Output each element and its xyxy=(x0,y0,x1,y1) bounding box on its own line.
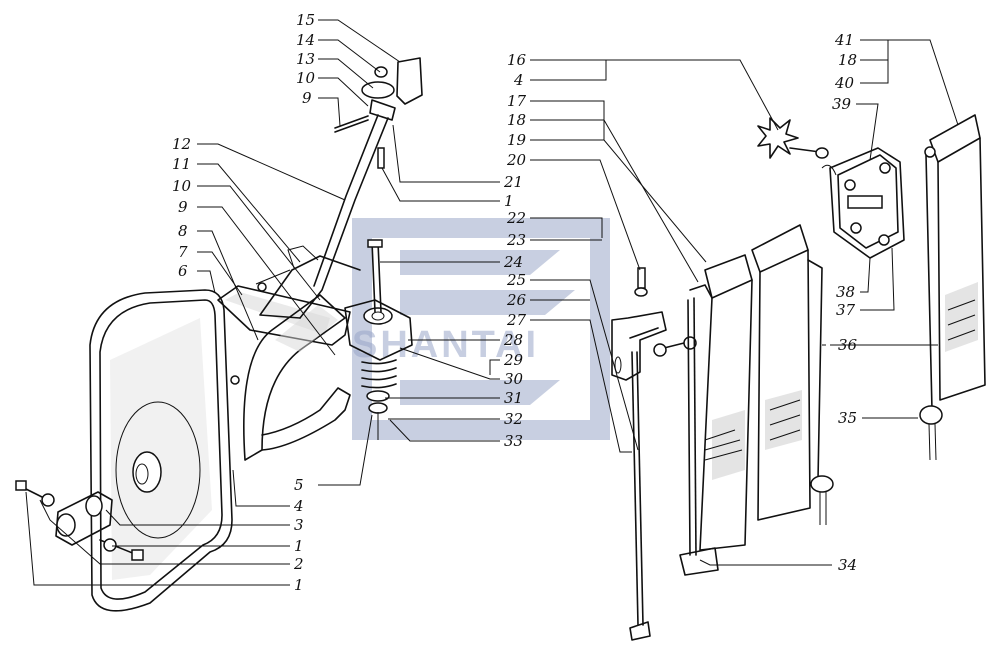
label-21: 21 xyxy=(503,173,523,191)
mirror-assembly xyxy=(15,57,423,612)
label-31: 31 xyxy=(504,389,523,407)
leader-lines xyxy=(25,19,959,586)
label-12: 12 xyxy=(172,135,191,153)
label-14: 14 xyxy=(296,31,315,49)
label-28: 28 xyxy=(503,331,523,349)
label-9-lower: 9 xyxy=(178,198,188,216)
label-11: 11 xyxy=(172,155,191,173)
label-6: 6 xyxy=(178,262,188,280)
label-3: 3 xyxy=(294,516,304,534)
label-16: 16 xyxy=(507,51,527,69)
label-18-mid: 18 xyxy=(507,111,526,129)
label-40: 40 xyxy=(834,74,855,92)
bracket-assembly xyxy=(611,267,697,641)
label-13: 13 xyxy=(296,50,315,68)
label-18-right: 18 xyxy=(838,51,857,69)
label-29: 29 xyxy=(503,351,524,369)
label-7: 7 xyxy=(178,243,188,261)
label-10-lower: 10 xyxy=(172,177,192,195)
label-33: 33 xyxy=(504,432,523,450)
label-8: 8 xyxy=(178,222,188,240)
label-1-lower-b: 1 xyxy=(294,576,304,594)
label-19: 19 xyxy=(507,131,527,149)
label-10-upper: 10 xyxy=(296,69,316,87)
label-20: 20 xyxy=(506,151,527,169)
label-25: 25 xyxy=(506,271,526,289)
label-32: 32 xyxy=(504,410,523,428)
label-1-lower-a: 1 xyxy=(294,537,304,555)
sun-visor-pair xyxy=(679,224,834,576)
part-labels: 15 14 13 10 9 12 11 10 9 8 7 6 21 1 22 2… xyxy=(172,11,858,594)
label-41: 41 xyxy=(834,31,854,49)
label-9-upper: 9 xyxy=(302,89,312,107)
label-38: 38 xyxy=(836,283,855,301)
label-2: 2 xyxy=(293,555,304,573)
label-26: 26 xyxy=(506,291,527,309)
label-4-lower: 4 xyxy=(293,497,304,515)
label-15: 15 xyxy=(296,11,315,29)
label-24: 24 xyxy=(503,253,523,271)
hinge-and-visor xyxy=(757,114,986,461)
label-4-upper: 4 xyxy=(513,71,524,89)
watermark-logo: SHANTAI xyxy=(352,218,610,440)
label-34: 34 xyxy=(838,556,857,574)
label-22: 22 xyxy=(506,209,526,227)
label-36: 36 xyxy=(838,336,858,354)
label-23: 23 xyxy=(506,231,526,249)
label-5: 5 xyxy=(294,476,304,494)
label-37: 37 xyxy=(836,301,856,319)
label-35: 35 xyxy=(838,409,857,427)
label-1-mid: 1 xyxy=(504,192,514,210)
label-39: 39 xyxy=(832,95,852,113)
label-27: 27 xyxy=(506,311,527,329)
label-30: 30 xyxy=(504,370,524,388)
label-17: 17 xyxy=(507,92,527,110)
